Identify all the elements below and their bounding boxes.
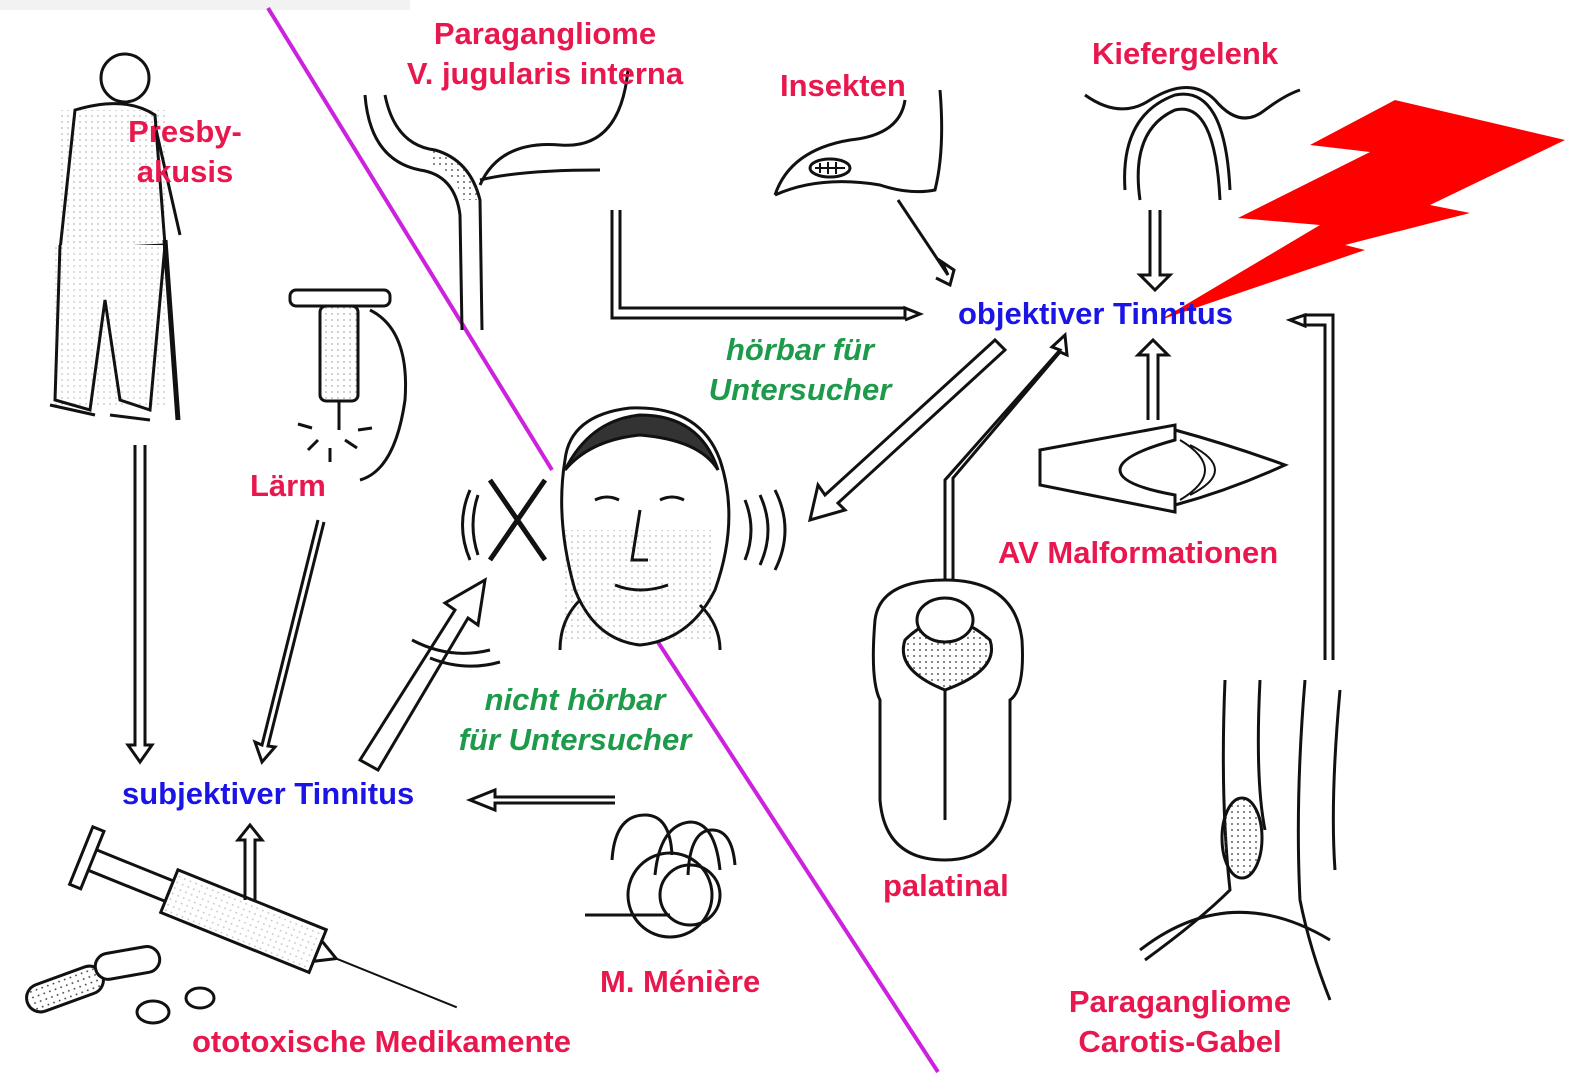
label-paragangliome-jugularis: Paragangliome V. jugularis interna [380,14,710,94]
arrow-meniere [470,790,615,810]
arrow-av [1138,340,1168,420]
label-pj-line2: V. jugularis interna [380,54,710,94]
arrow-laerm [255,520,324,762]
label-presbyakusis-line2: akusis [120,152,250,192]
arrow-insekten [898,200,954,285]
label-presbyakusis-line1: Presby- [120,112,250,152]
elderly-man-icon [50,54,180,420]
av-malformation-icon [1040,425,1285,512]
label-insekten: Insekten [780,66,906,106]
label-palatinal: palatinal [883,866,1009,906]
carotis-bifurcation-icon [1140,680,1340,1000]
label-laerm: Lärm [250,466,326,506]
label-objektiver-tinnitus: objektiver Tinnitus [958,294,1233,334]
label-kiefergelenk: Kiefergelenk [1092,34,1278,74]
arrow-jugular-to-objective [612,210,920,320]
jugular-vein-icon [365,70,628,330]
label-pj-line1: Paragangliome [380,14,710,54]
label-hoerbar-line2: Untersucher [690,370,910,410]
label-nicht-hoerbar-line1: nicht hörbar [440,680,710,720]
label-hoerbar: hörbar für Untersucher [690,330,910,410]
label-av-malformationen: AV Malformationen [998,533,1278,573]
palate-tongue-icon [873,580,1022,860]
label-ototoxische-medikamente: ototoxische Medikamente [192,1022,571,1062]
label-pc-line1: Paragangliome [1030,982,1330,1022]
label-meniere: M. Ménière [600,962,760,1002]
label-nicht-hoerbar: nicht hörbar für Untersucher [440,680,710,760]
label-nicht-hoerbar-line2: für Untersucher [440,720,710,760]
arrow-ototoxisch [238,825,262,900]
arrow-carotis [1290,315,1333,660]
head-icon [463,408,786,650]
arrow-kiefergelenk [1140,210,1170,290]
label-subjektiver-tinnitus: subjektiver Tinnitus [122,774,414,814]
label-hoerbar-line1: hörbar für [690,330,910,370]
background-panel [0,0,410,10]
label-pc-line2: Carotis-Gabel [1030,1022,1330,1062]
cochlea-icon [585,815,735,937]
arrow-presbyakusis [128,445,152,762]
label-presbyakusis: Presby- akusis [120,112,250,192]
label-paragangliome-carotis: Paragangliome Carotis-Gabel [1030,982,1330,1062]
jackhammer-icon [290,290,406,480]
jaw-joint-icon [1085,88,1300,201]
